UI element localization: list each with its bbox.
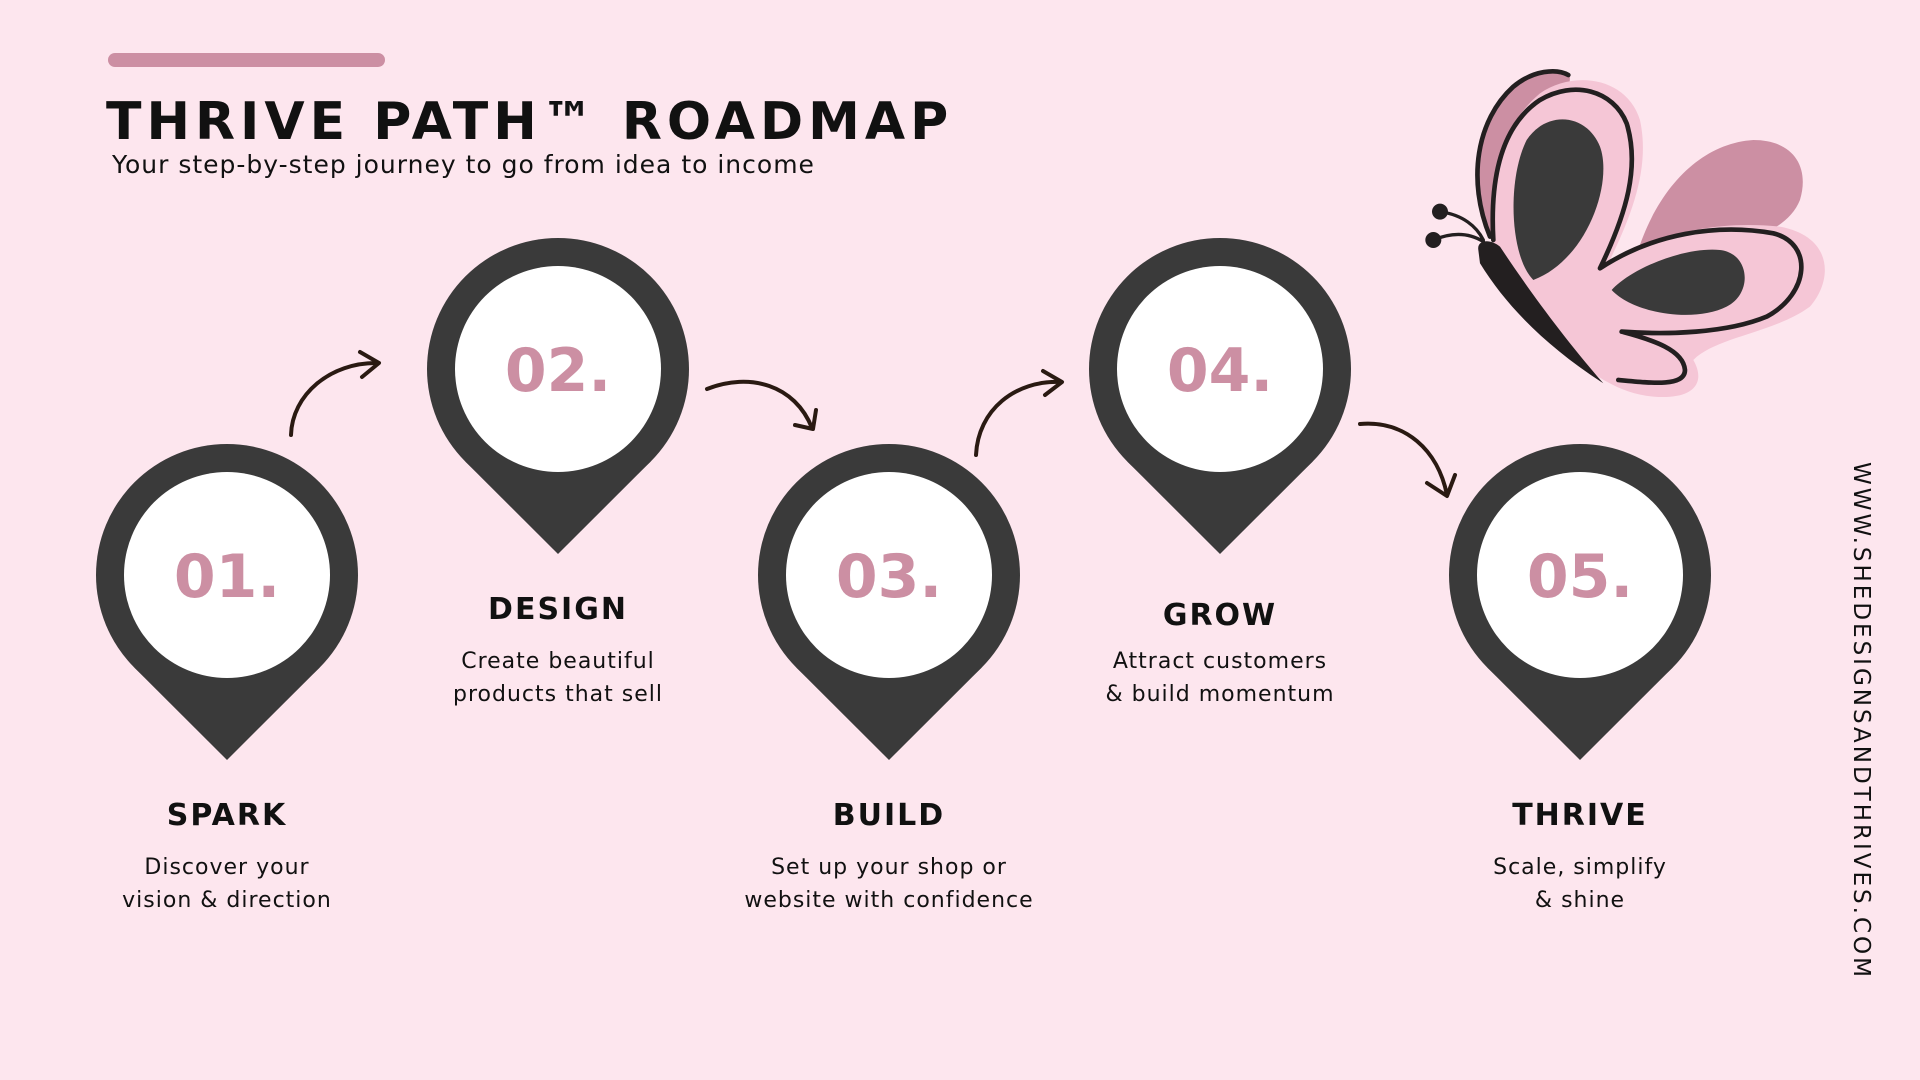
step-title: THRIVE — [1512, 798, 1648, 833]
step-number: 03. — [836, 542, 942, 612]
step-spark: SPARK Discover your vision & direction — [37, 798, 417, 917]
arrow-icon-3-4 — [974, 369, 1064, 457]
pin-step-3: 03. — [758, 444, 1020, 760]
desc-line: vision & direction — [122, 888, 332, 913]
step-grow: GROW Attract customers & build momentum — [1030, 598, 1410, 711]
desc-line: products that sell — [453, 682, 663, 707]
desc-line: website with confidence — [744, 888, 1034, 913]
step-description: Attract customers & build momentum — [1030, 645, 1410, 711]
step-title: DESIGN — [488, 592, 628, 627]
step-title: BUILD — [832, 798, 946, 833]
arrow-icon-1-2 — [289, 350, 381, 437]
step-number: 04. — [1167, 336, 1273, 406]
pin-step-5: 05. — [1449, 444, 1711, 760]
step-build: BUILD Set up your shop or website with co… — [699, 798, 1079, 917]
website-url: WWW.SHEDESIGNSANDTHRIVES.COM — [1848, 462, 1874, 980]
desc-line: & shine — [1534, 888, 1626, 913]
step-title: GROW — [1162, 598, 1278, 633]
arrow-icon-4-5 — [1358, 421, 1457, 498]
desc-line: Scale, simplify — [1493, 855, 1667, 880]
desc-line: Set up your shop or — [771, 855, 1007, 880]
page-subtitle: Your step-by-step journey to go from ide… — [112, 150, 815, 179]
step-thrive: THRIVE Scale, simplify & shine — [1390, 798, 1770, 917]
arrow-icon-2-3 — [705, 379, 818, 431]
step-description: Discover your vision & direction — [37, 851, 417, 917]
step-design: DESIGN Create beautiful products that sel… — [368, 592, 748, 711]
desc-line: Create beautiful — [461, 649, 655, 674]
pin-step-1: 01. — [96, 444, 358, 760]
step-number: 02. — [505, 336, 611, 406]
butterfly-icon — [1425, 69, 1825, 398]
step-title: SPARK — [166, 798, 288, 833]
step-number: 01. — [174, 542, 280, 612]
desc-line: Discover your — [144, 855, 310, 880]
pin-step-4: 04. — [1089, 238, 1351, 554]
accent-bar — [108, 53, 385, 67]
step-number: 05. — [1527, 542, 1633, 612]
step-description: Scale, simplify & shine — [1390, 851, 1770, 917]
page-title: THRIVE PATH™ ROADMAP — [106, 92, 954, 152]
desc-line: & build momentum — [1105, 682, 1335, 707]
pin-step-2: 02. — [427, 238, 689, 554]
desc-line: Attract customers — [1112, 649, 1328, 674]
step-description: Set up your shop or website with confiden… — [699, 851, 1079, 917]
step-description: Create beautiful products that sell — [368, 645, 748, 711]
